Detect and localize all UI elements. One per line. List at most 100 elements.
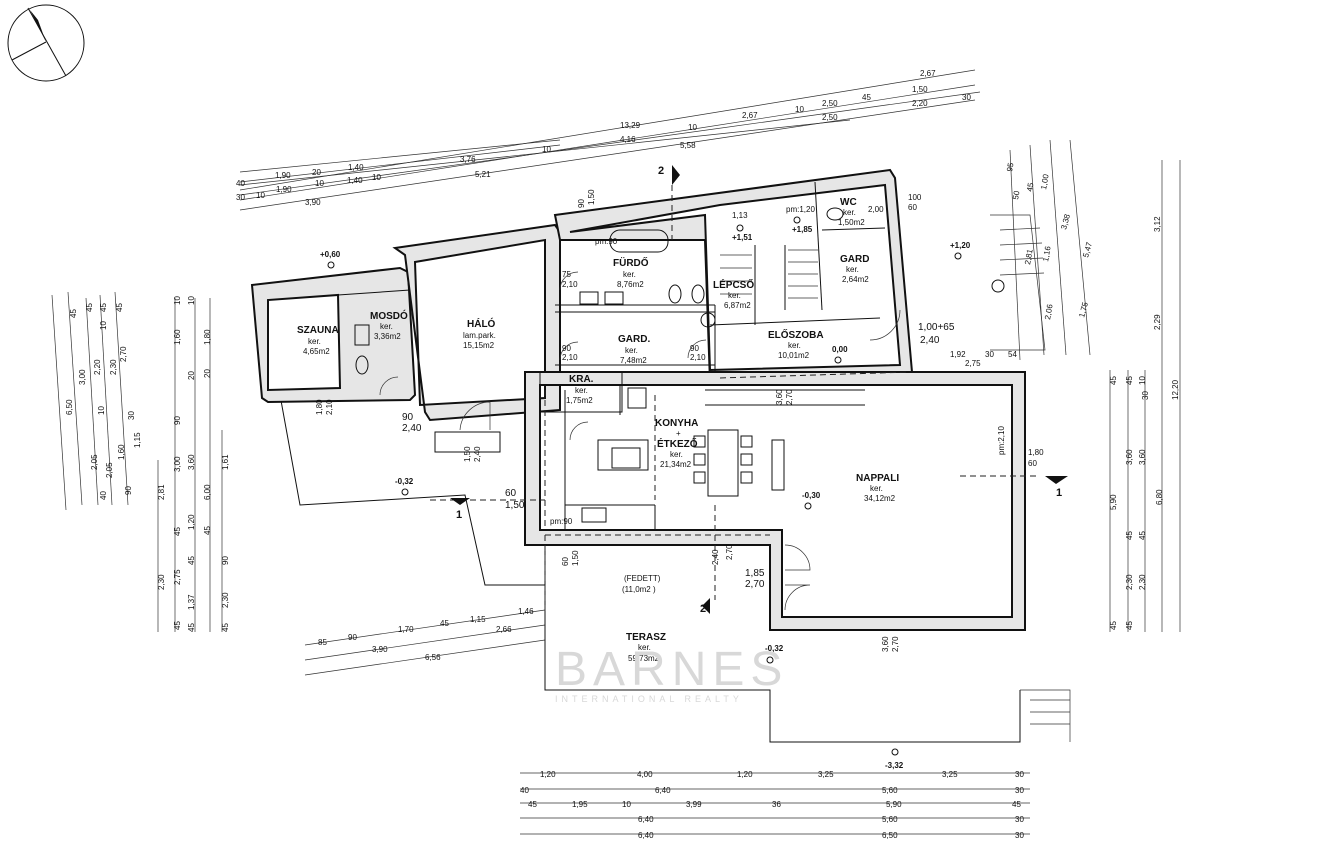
room-area: 7,48m2 — [620, 356, 647, 365]
dim-top-r4-2: 5,58 — [680, 141, 696, 150]
dim-left-c4-3: 1,60 — [117, 444, 126, 460]
dim-top-r2-0: 2,50 — [822, 99, 838, 108]
dim-left-c9-4: 45 — [203, 526, 212, 535]
room-wc: WC ker. 1,50m2 — [838, 197, 865, 227]
opening-label: pm:90 — [550, 517, 573, 526]
dim-bottom-r1-3: 3,25 — [818, 770, 834, 779]
room-area: (11,0m2 ) — [622, 585, 656, 594]
level-icon — [401, 488, 409, 496]
opening-label: 2,40 — [711, 549, 720, 565]
opening-label: 54 — [1008, 350, 1017, 359]
room-area: 1,50m2 — [838, 218, 865, 227]
room-name-2: ÉTKEZŐ — [657, 437, 698, 450]
dim-left-c5-1: 2,70 — [119, 346, 128, 362]
toilet-icon — [668, 284, 682, 304]
watermark-logo: BARNES INTERNATIONAL REALTY — [555, 643, 782, 704]
room-name: GARD. — [618, 334, 650, 345]
room-name: (FEDETT) — [624, 574, 661, 583]
room-mosdo: MOSDÓ ker. 3,36m2 — [370, 309, 408, 341]
dim-top-r5-2: 1,40 — [348, 163, 364, 172]
opening-label: 2,70 — [745, 579, 765, 590]
section-mark-1-right: 1 — [1056, 487, 1062, 499]
level-icon — [793, 216, 801, 224]
kitchen-sink-icon — [581, 507, 607, 523]
opening-labels: 1,00+65 2,40 1,80 60 90 2,40 60 1,50 1,8… — [315, 189, 1044, 652]
room-floor: ker. — [625, 346, 638, 355]
opening-label: 60 — [908, 203, 917, 212]
opening-label: 1,50 — [571, 550, 580, 566]
dim-bottom-r2-1: 6,40 — [655, 786, 671, 795]
dim-bottom-r3-1: 1,95 — [572, 800, 588, 809]
dim-left-c4-2: 2,30 — [109, 359, 118, 375]
room-name: SZAUNA — [297, 325, 339, 336]
dim-right-c1-1: 45 — [1109, 376, 1118, 385]
dim-left-c7-0: 10 — [173, 296, 182, 305]
section-marks: 1 1 2 2 — [450, 165, 1068, 615]
room-floor: ker. — [623, 270, 636, 279]
dining-table — [707, 429, 739, 497]
room-konyha: KONYHA + ÉTKEZŐ ker. 21,34m2 — [655, 418, 698, 469]
section-mark-1-left: 1 — [456, 509, 462, 521]
dim-bottom-r3-6: 45 — [1012, 800, 1021, 809]
level-icon — [327, 261, 335, 269]
dim-left-c8-4: 45 — [187, 556, 196, 565]
cooktop-icon — [611, 447, 641, 469]
dim-bottom-r1-5: 30 — [1015, 770, 1024, 779]
dim-left-c9-5: 90 — [221, 556, 230, 565]
dim-right-c7-0: 50 — [1011, 189, 1022, 200]
dim-right-c2-3: 45 — [1125, 531, 1134, 540]
dim-bottom-r2-0: 40 — [520, 786, 529, 795]
dim-top-r1-0: 2,67 — [920, 69, 936, 78]
dim-terrace-r1-1: 90 — [348, 633, 357, 642]
room-kamra: KRA. ker. 1,75m2 — [566, 374, 594, 405]
level-3: +1,85 — [792, 225, 813, 234]
level-markers: +0,60 -0,32 +1,51 +1,85 +1,20 0,00 -0,30… — [320, 216, 971, 770]
dim-top-r5-3: 3,76 — [460, 155, 476, 164]
dim-left-c9-2: 1,61 — [221, 454, 230, 470]
room-furdo: FÜRDŐ ker. 8,76m2 — [613, 256, 649, 289]
level-7: -0,32 — [765, 644, 784, 653]
room-floor: ker. — [870, 484, 883, 493]
room-floor: ker. — [846, 265, 859, 274]
opening-label: 2,40 — [473, 446, 482, 462]
dim-right-c5-1: 5,47 — [1081, 241, 1094, 259]
toilet-icon — [700, 312, 716, 328]
dim-top-r3-1: 2,67 — [742, 111, 758, 120]
opening-label: 2,70 — [891, 636, 900, 652]
room-eloszoba: ELŐSZOBA ker. 10,01m2 — [768, 328, 824, 360]
dim-bottom-r1-4: 3,25 — [942, 770, 958, 779]
kitchen-island — [597, 439, 649, 471]
dim-top-r3-3: 2,50 — [822, 113, 838, 122]
dim-left-c9-0: 1,80 — [203, 329, 212, 345]
sideboard — [771, 439, 785, 491]
dim-right-c4-2: 2,29 — [1153, 314, 1162, 330]
dim-bottom-r3-3: 3,99 — [686, 800, 702, 809]
dim-right-c3-1: 3,60 — [1138, 449, 1147, 465]
opening-label: 60 — [1028, 459, 1037, 468]
opening-label: 75 — [562, 270, 571, 279]
opening-label: 1,00+65 — [918, 322, 955, 333]
dim-left-c2-3: 2,05 — [90, 454, 99, 470]
dim-bottom-r5-0: 6,40 — [638, 831, 654, 840]
room-name: FÜRDŐ — [613, 256, 649, 269]
dim-left-c5-0: 45 — [115, 303, 124, 312]
sink-icon — [579, 291, 599, 305]
dim-bottom-r5-1: 6,50 — [882, 831, 898, 840]
level-5: 0,00 — [832, 345, 848, 354]
dim-right-c7-3: 1,16 — [1041, 245, 1053, 262]
dim-right-c5-0: 3,38 — [1059, 213, 1072, 231]
dim-bottom-r3-4: 36 — [772, 800, 781, 809]
room-floor: ker. — [843, 208, 856, 217]
dim-left-c2-0: 45 — [69, 309, 78, 318]
terrace-dimension-chains: 85 90 1,70 45 1,15 1,46 3,90 2,66 6,56 — [304, 607, 546, 676]
dim-top-r6-3: 1,40 — [347, 176, 363, 185]
opening-label: 1,50 — [505, 500, 525, 511]
room-area: 6,87m2 — [724, 301, 751, 310]
toilet-icon — [355, 355, 369, 375]
dim-bottom-r2-3: 30 — [1015, 786, 1024, 795]
level-icon — [736, 224, 744, 232]
room-area: 15,15m2 — [463, 341, 495, 350]
dim-right-c3-3: 2,30 — [1138, 574, 1147, 590]
room-name: ELŐSZOBA — [768, 328, 824, 341]
room-floor: ker. — [575, 386, 588, 395]
